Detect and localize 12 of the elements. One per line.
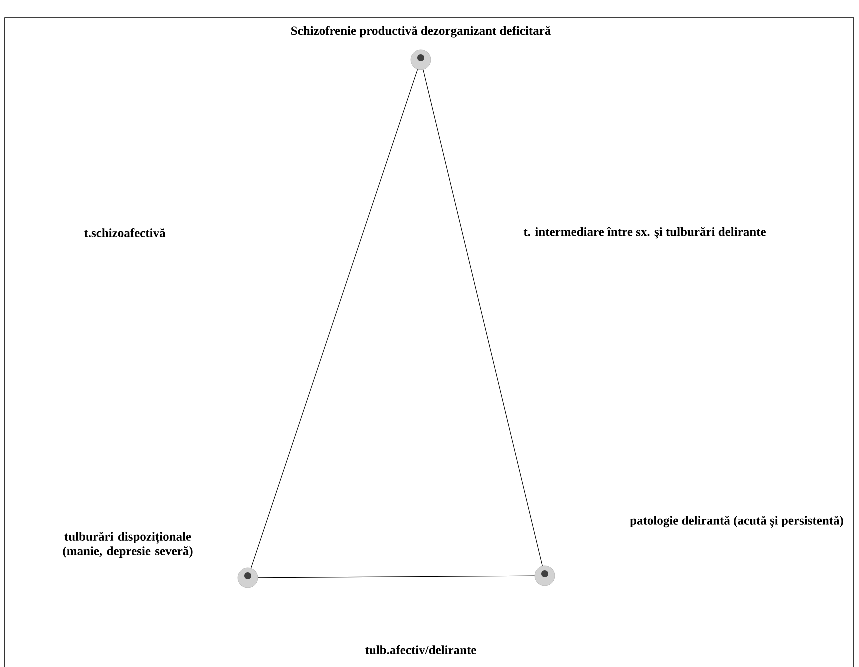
label: t. intermediare între sx. şi tulburări delirante <box>524 227 766 239</box>
label: t.schizoafectivă <box>84 228 166 238</box>
vertex-label: Schizofrenie productivă dezorganizant deficitară <box>292 26 551 38</box>
vertex-dot <box>238 568 258 588</box>
label: patologie delirantă (acută și persistentă) <box>630 516 844 528</box>
vertex-dot <box>534 566 556 586</box>
label: tulb.afectiv/delirante <box>366 646 476 654</box>
triangle-side <box>250 69 418 569</box>
vertex-label: tulburări dispoziționale (manie, depresie severă) <box>63 532 193 558</box>
vertex-dot <box>410 50 432 70</box>
triangle-side <box>258 576 536 578</box>
triangle-side <box>423 70 543 566</box>
